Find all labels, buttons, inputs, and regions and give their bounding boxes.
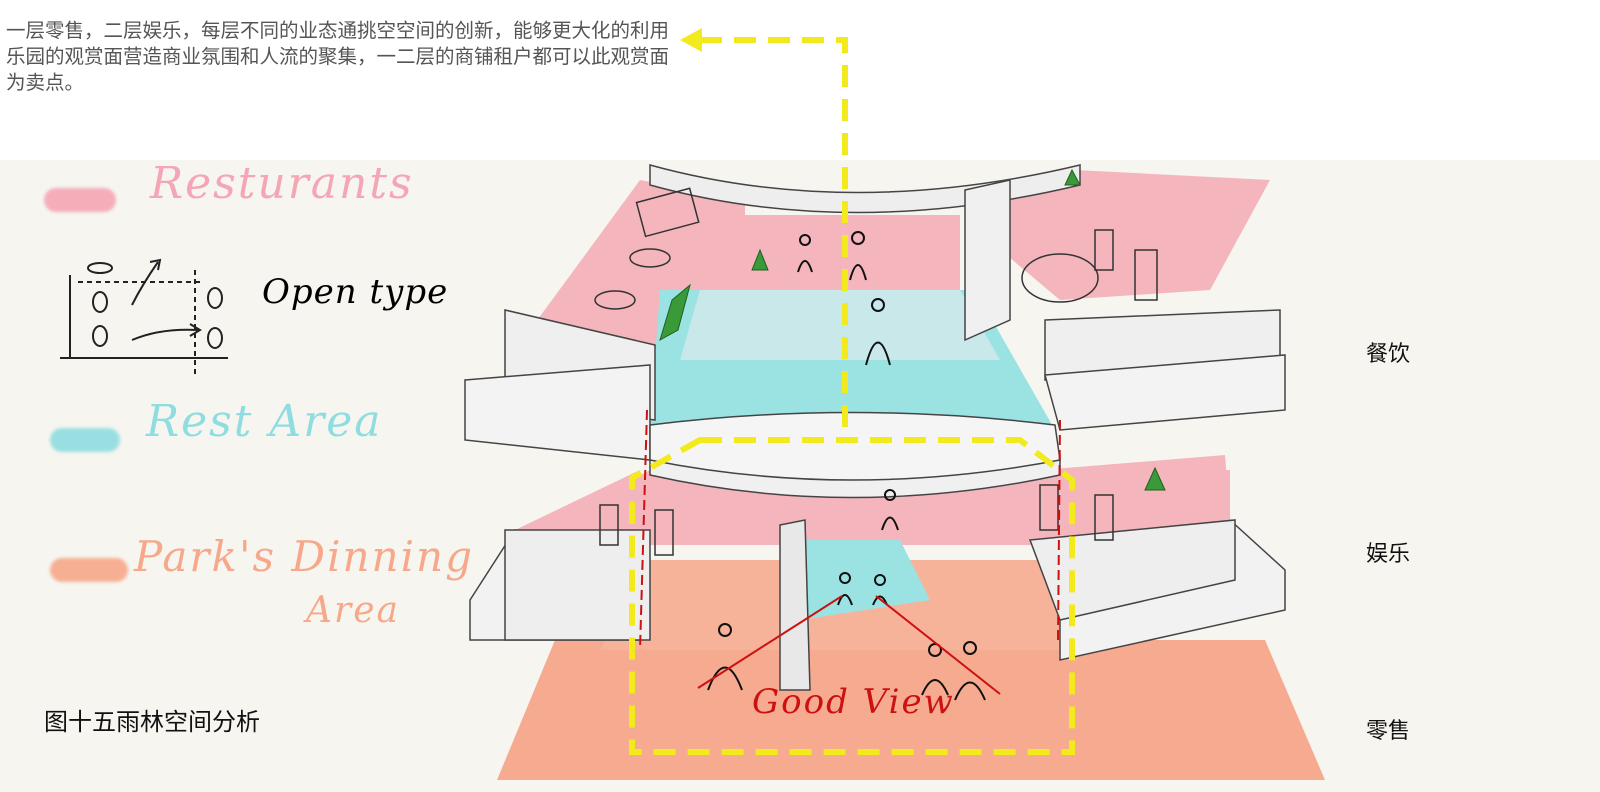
sightlines [697,595,1001,695]
plant-icons [659,168,1166,491]
highlight-path [629,37,1075,755]
furniture-sketches [594,187,1158,556]
legend-label-park-dining-line1: Park's Dinning [134,532,474,581]
legend-label-open-type: Open type [262,272,449,312]
legend-label-restaurants: Resturants [150,158,414,209]
second-floor [504,454,1236,691]
floor-label-middle: 娱乐 [1366,542,1411,567]
figure-caption: 图十五雨林空间分析 [44,708,260,736]
highlight-arrowhead [680,28,702,52]
floor-label-ground: 零售 [1366,719,1411,744]
open-type-seating-icon [60,258,228,375]
people-sketches [707,231,986,701]
legend-swatch-restaurants [44,188,116,212]
ground-plaza-area [497,640,1325,780]
section-cut-lines [639,409,1061,651]
upper-floor [464,164,1286,481]
floor-label-upper: 餐饮 [1366,342,1411,367]
legend-swatch-rest-area [50,428,120,452]
legend-label-rest-area: Rest Area [146,396,383,447]
legend-swatch-park-dining [50,558,128,582]
legend-label-park-dining-line2: Area [306,590,400,631]
intro-paragraph: 一层零售，二层娱乐，每层不同的业态通挑空空间的创新，能够更大化的利用乐园的观赏面… [6,19,670,94]
annotation-good-view: Good View [752,682,955,722]
